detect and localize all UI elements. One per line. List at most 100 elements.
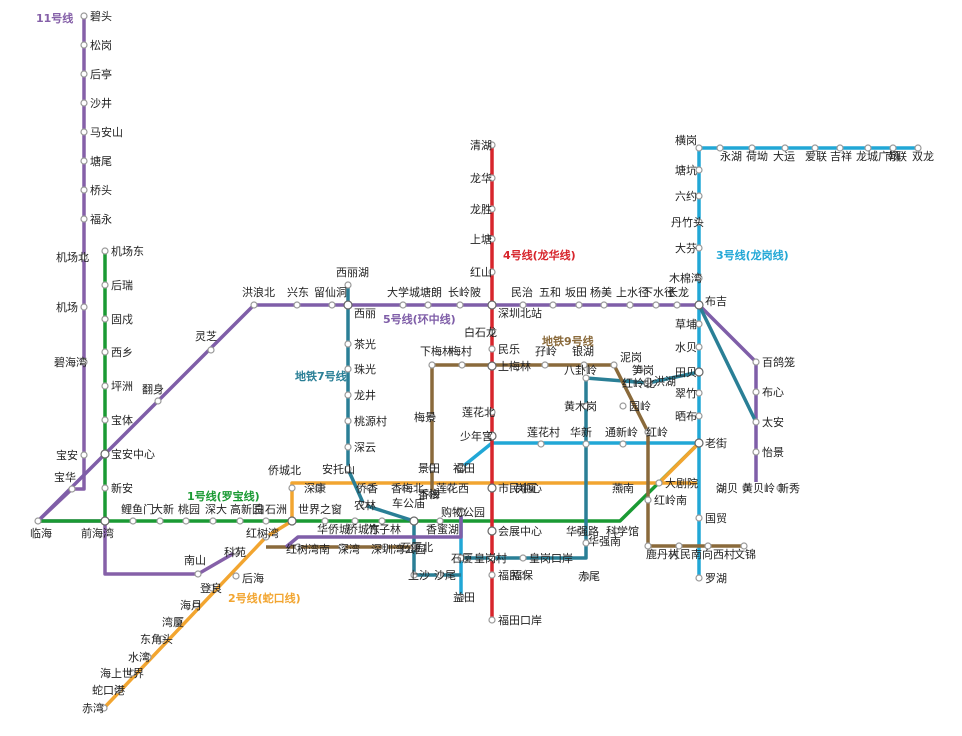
- station-node[interactable]: [836, 144, 844, 152]
- station-node[interactable]: [262, 517, 270, 525]
- station-node[interactable]: [232, 548, 240, 556]
- station-node[interactable]: [399, 301, 407, 309]
- station-node[interactable]: [612, 527, 620, 535]
- station-node[interactable]: [158, 635, 166, 643]
- station-node[interactable]: [101, 281, 109, 289]
- station-node[interactable]: [580, 361, 588, 369]
- station-node[interactable]: [695, 166, 703, 174]
- station-node[interactable]: [695, 320, 703, 328]
- station-node[interactable]: [428, 361, 436, 369]
- station-node[interactable]: [695, 244, 703, 252]
- station-node[interactable]: [488, 328, 496, 336]
- station-node[interactable]: [487, 526, 497, 536]
- station-node[interactable]: [114, 686, 122, 694]
- station-node[interactable]: [101, 315, 109, 323]
- station-node[interactable]: [209, 517, 217, 525]
- station-node[interactable]: [80, 303, 88, 311]
- station-node[interactable]: [446, 484, 454, 492]
- station-node[interactable]: [262, 533, 270, 541]
- station-node[interactable]: [129, 517, 137, 525]
- station-node[interactable]: [344, 465, 352, 473]
- station-node[interactable]: [694, 438, 704, 448]
- station-node[interactable]: [457, 554, 465, 562]
- station-node[interactable]: [487, 431, 497, 441]
- station-node[interactable]: [487, 300, 497, 310]
- station-node[interactable]: [487, 483, 497, 493]
- station-node[interactable]: [636, 366, 644, 374]
- station-node[interactable]: [294, 543, 302, 551]
- station-node[interactable]: [360, 501, 368, 509]
- station-node[interactable]: [781, 144, 789, 152]
- station-node[interactable]: [644, 496, 652, 504]
- station-node[interactable]: [101, 416, 109, 424]
- station-node[interactable]: [695, 192, 703, 200]
- station-node[interactable]: [488, 141, 496, 149]
- station-node[interactable]: [428, 464, 436, 472]
- station-node[interactable]: [328, 301, 336, 309]
- station-node[interactable]: [409, 516, 419, 526]
- station-node[interactable]: [288, 484, 296, 492]
- station-node[interactable]: [752, 358, 760, 366]
- station-node[interactable]: [194, 570, 202, 578]
- station-node[interactable]: [704, 542, 712, 550]
- station-node[interactable]: [100, 516, 110, 526]
- station-node[interactable]: [752, 388, 760, 396]
- station-node[interactable]: [456, 507, 466, 517]
- station-node[interactable]: [575, 301, 583, 309]
- station-node[interactable]: [864, 144, 872, 152]
- station-node[interactable]: [80, 451, 88, 459]
- station-node[interactable]: [914, 144, 922, 152]
- station-node[interactable]: [695, 574, 703, 582]
- station-node[interactable]: [456, 463, 466, 473]
- station-node[interactable]: [182, 517, 190, 525]
- station-node[interactable]: [655, 479, 663, 487]
- station-node[interactable]: [488, 616, 496, 624]
- station-node[interactable]: [156, 517, 164, 525]
- station-node[interactable]: [811, 144, 819, 152]
- station-node[interactable]: [889, 144, 897, 152]
- station-node[interactable]: [34, 517, 42, 525]
- station-node[interactable]: [742, 484, 750, 492]
- station-node[interactable]: [673, 301, 681, 309]
- station-node[interactable]: [80, 157, 88, 165]
- station-node[interactable]: [154, 397, 162, 405]
- station-node[interactable]: [610, 361, 618, 369]
- station-node[interactable]: [748, 144, 756, 152]
- station-node[interactable]: [80, 12, 88, 20]
- station-node[interactable]: [776, 484, 784, 492]
- station-node[interactable]: [351, 517, 359, 525]
- station-node[interactable]: [716, 484, 724, 492]
- station-node[interactable]: [236, 517, 244, 525]
- station-node[interactable]: [549, 301, 557, 309]
- station-node[interactable]: [541, 361, 549, 369]
- station-node[interactable]: [80, 186, 88, 194]
- station-node[interactable]: [487, 361, 497, 371]
- station-node[interactable]: [80, 70, 88, 78]
- station-node[interactable]: [488, 174, 496, 182]
- station-node[interactable]: [519, 484, 527, 492]
- station-node[interactable]: [80, 253, 88, 261]
- station-node[interactable]: [287, 516, 297, 526]
- station-node[interactable]: [752, 418, 760, 426]
- station-node[interactable]: [694, 300, 704, 310]
- station-node[interactable]: [344, 365, 352, 373]
- station-node[interactable]: [80, 215, 88, 223]
- station-node[interactable]: [424, 301, 432, 309]
- station-node[interactable]: [716, 144, 724, 152]
- station-node[interactable]: [752, 448, 760, 456]
- station-node[interactable]: [582, 440, 590, 448]
- station-node[interactable]: [436, 517, 444, 525]
- station-node[interactable]: [695, 218, 703, 226]
- station-node[interactable]: [410, 571, 418, 579]
- station-node[interactable]: [428, 413, 436, 421]
- station-node[interactable]: [101, 247, 109, 255]
- station-node[interactable]: [344, 443, 352, 451]
- station-node[interactable]: [128, 669, 136, 677]
- station-node[interactable]: [174, 618, 182, 626]
- station-node[interactable]: [338, 543, 346, 551]
- station-node[interactable]: [619, 402, 627, 410]
- station-node[interactable]: [582, 539, 590, 547]
- station-node[interactable]: [695, 412, 703, 420]
- station-node[interactable]: [101, 484, 109, 492]
- station-node[interactable]: [80, 358, 88, 366]
